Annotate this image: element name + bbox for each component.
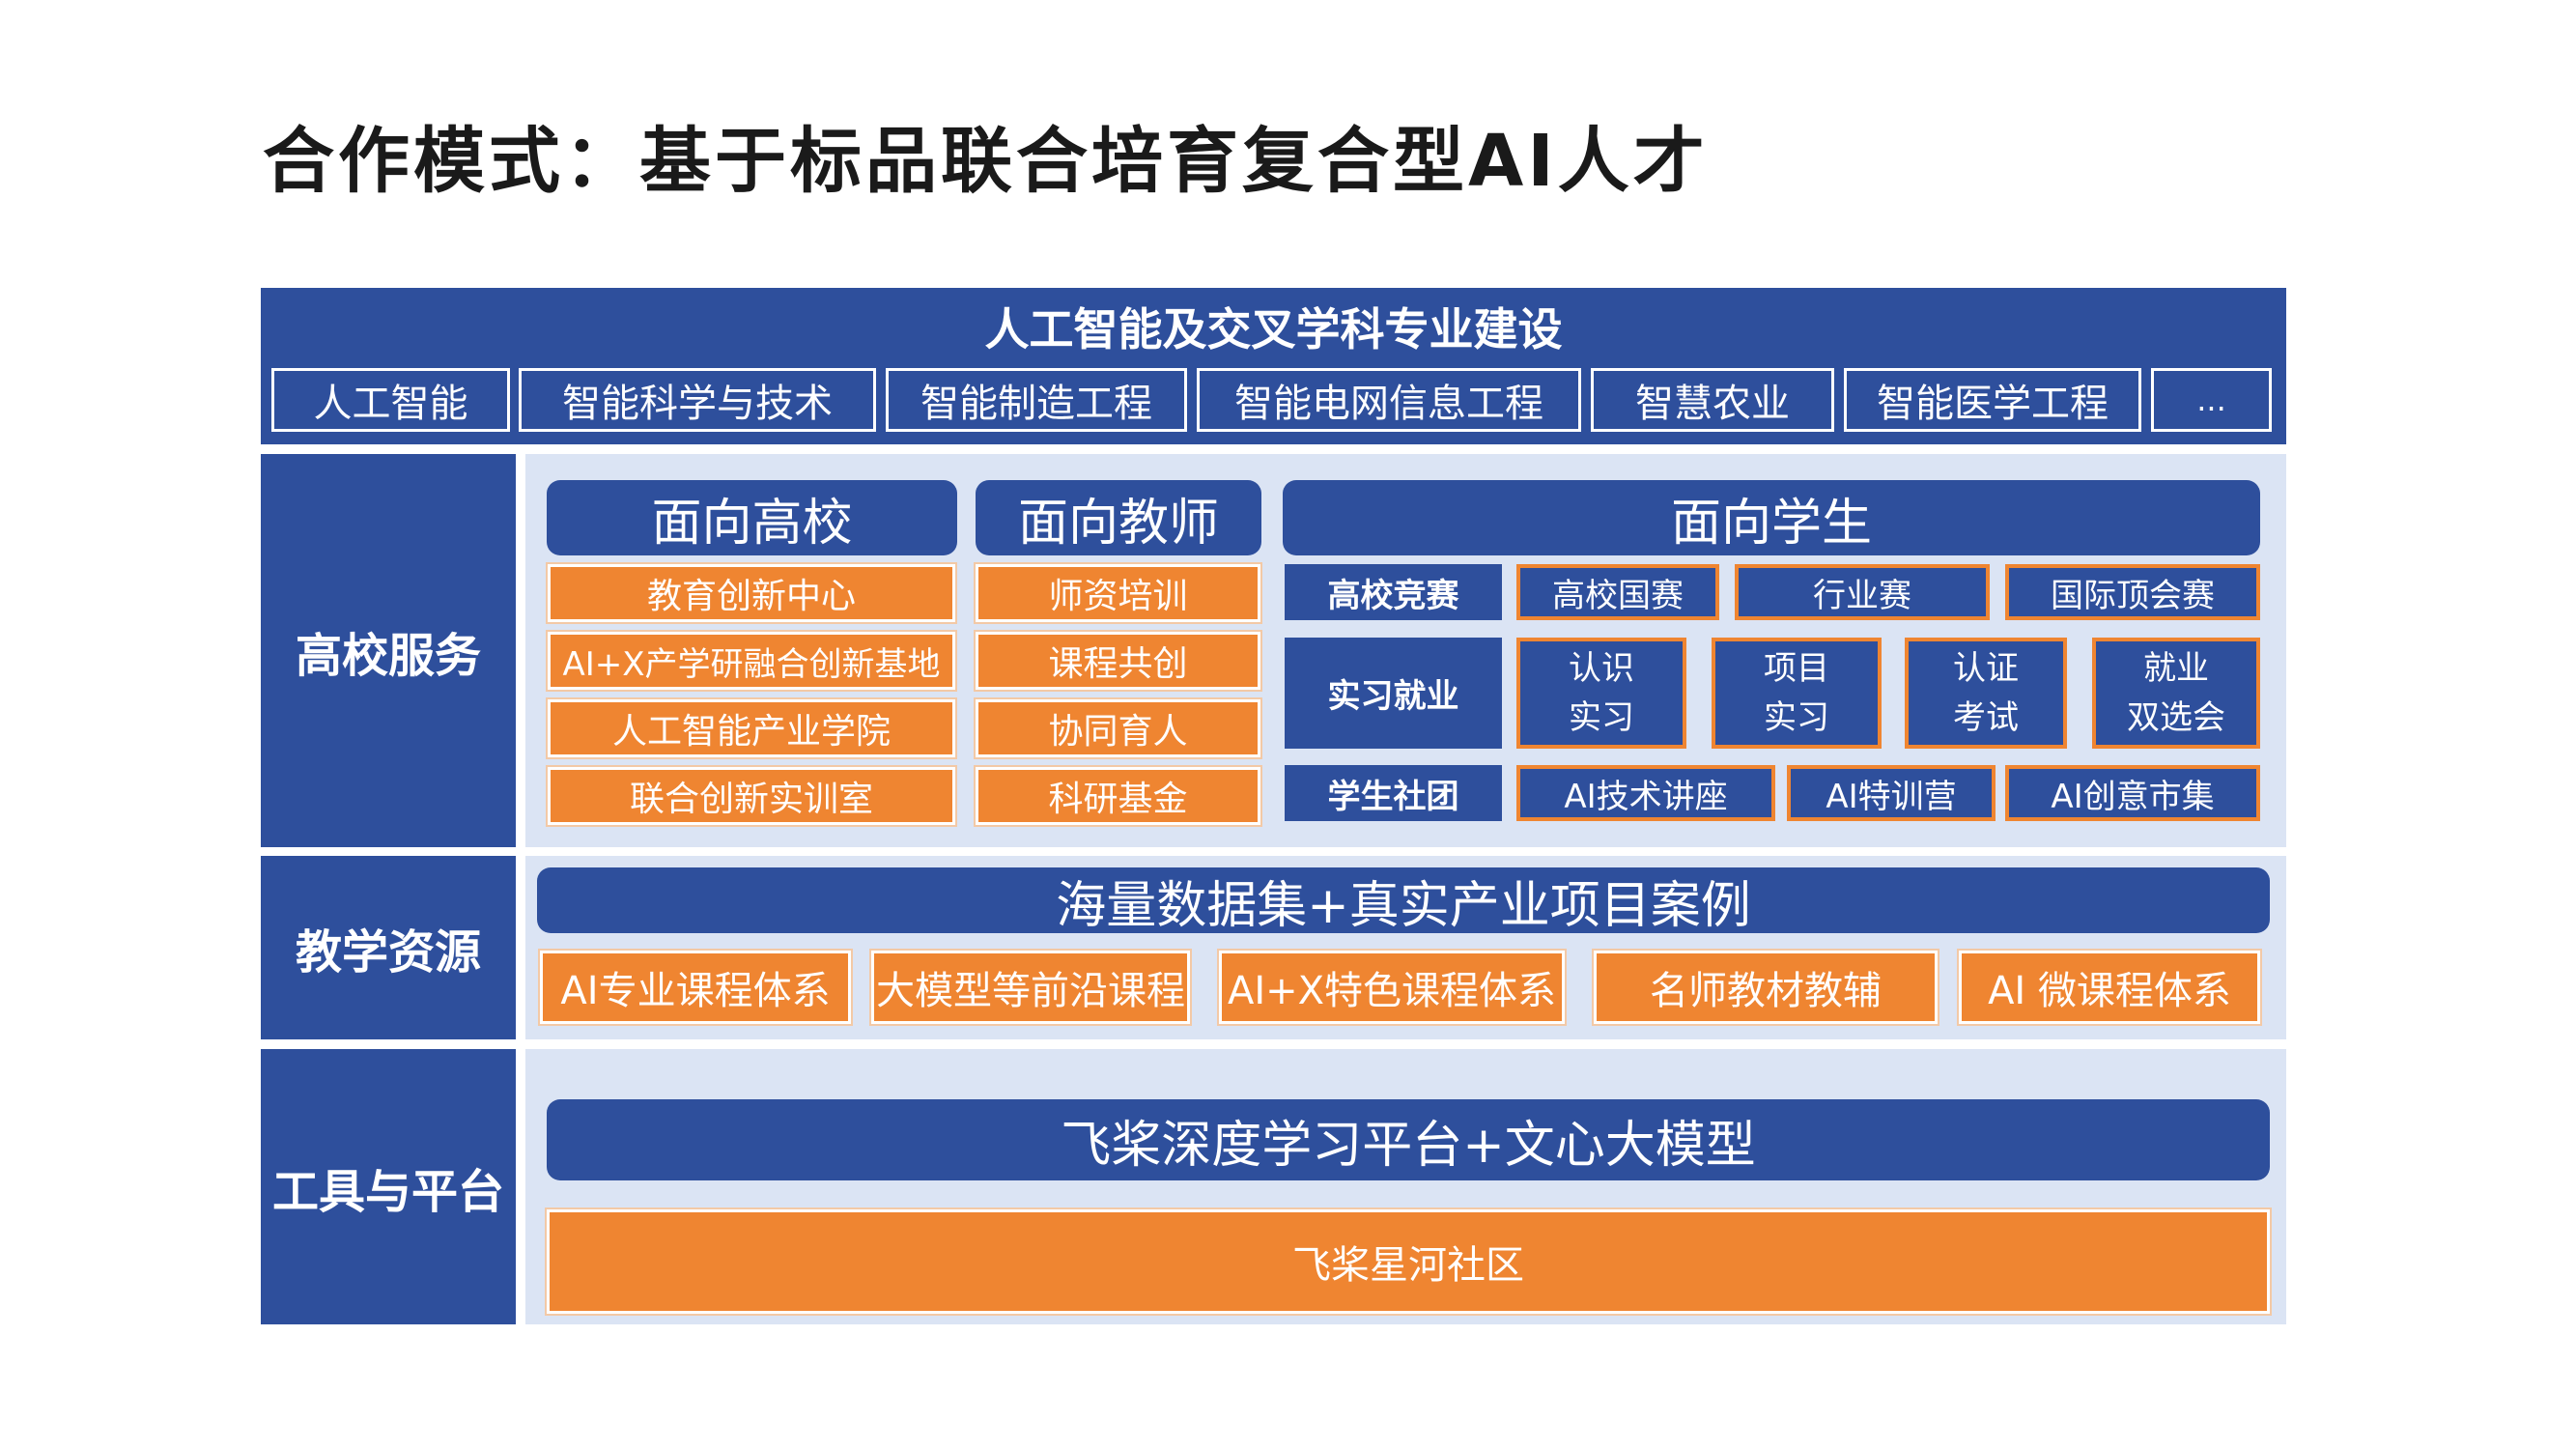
competition-item: 国际顶会赛 (2005, 564, 2260, 620)
club-item: AI技术讲座 (1516, 765, 1775, 821)
internship-item: 认识 实习 (1516, 638, 1686, 749)
internship-item-line: 实习 (1569, 697, 1634, 737)
resource-item: 大模型等前沿课程 (871, 951, 1190, 1024)
university-item: 教育创新中心 (548, 564, 955, 622)
students-heading: 面向学生 (1283, 480, 2260, 555)
services-label: 高校服务 (261, 454, 516, 847)
internship-item-line: 认证 (1953, 648, 2019, 688)
platform-label: 工具与平台 (261, 1049, 516, 1324)
resource-item: AI 微课程体系 (1959, 951, 2260, 1024)
page-title: 合作模式：基于标品联合培育复合型AI人才 (263, 120, 1709, 203)
internship-label: 实习就业 (1285, 638, 1502, 749)
internship-item-line: 项目 (1764, 648, 1829, 688)
major-item: 智能科学与技术 (519, 368, 876, 432)
club-item: AI创意市集 (2005, 765, 2260, 821)
major-item: 智慧农业 (1591, 368, 1834, 432)
competition-item: 行业赛 (1735, 564, 1990, 620)
resource-item: AI专业课程体系 (540, 951, 851, 1024)
platform-heading: 飞桨深度学习平台+文心大模型 (547, 1099, 2270, 1180)
university-item: AI+X产学研融合创新基地 (548, 632, 955, 690)
internship-item: 就业 双选会 (2092, 638, 2260, 749)
teacher-item: 课程共创 (976, 632, 1260, 690)
internship-item-line: 认识 (1569, 648, 1634, 688)
internship-item: 认证 考试 (1905, 638, 2067, 749)
teacher-item: 科研基金 (976, 767, 1260, 825)
major-item: 智能电网信息工程 (1197, 368, 1581, 432)
university-item: 联合创新实训室 (548, 767, 955, 825)
competition-item: 高校国赛 (1516, 564, 1719, 620)
major-item: ... (2151, 368, 2272, 432)
resources-label: 教学资源 (261, 856, 516, 1039)
major-item: 智能制造工程 (886, 368, 1187, 432)
teachers-heading: 面向教师 (976, 480, 1261, 555)
competitions-label: 高校竞赛 (1285, 564, 1502, 620)
major-item: 智能医学工程 (1844, 368, 2141, 432)
resource-item: 名师教材教辅 (1594, 951, 1938, 1024)
major-item: 人工智能 (271, 368, 510, 432)
internship-item-line: 实习 (1764, 697, 1829, 737)
universities-heading: 面向高校 (547, 480, 957, 555)
clubs-label: 学生社团 (1285, 765, 1502, 821)
internship-item-line: 考试 (1953, 697, 2019, 737)
majors-heading: 人工智能及交叉学科专业建设 (984, 303, 1563, 355)
internship-item: 项目 实习 (1712, 638, 1882, 749)
resource-item: AI+X特色课程体系 (1219, 951, 1565, 1024)
internship-item-line: 就业 (2143, 648, 2209, 688)
community-bar: 飞桨星河社区 (547, 1209, 2270, 1314)
resources-heading: 海量数据集+真实产业项目案例 (537, 867, 2270, 933)
teacher-item: 协同育人 (976, 699, 1260, 757)
teacher-item: 师资培训 (976, 564, 1260, 622)
club-item: AI特训营 (1787, 765, 1996, 821)
university-item: 人工智能产业学院 (548, 699, 955, 757)
internship-item-line: 双选会 (2127, 697, 2225, 737)
